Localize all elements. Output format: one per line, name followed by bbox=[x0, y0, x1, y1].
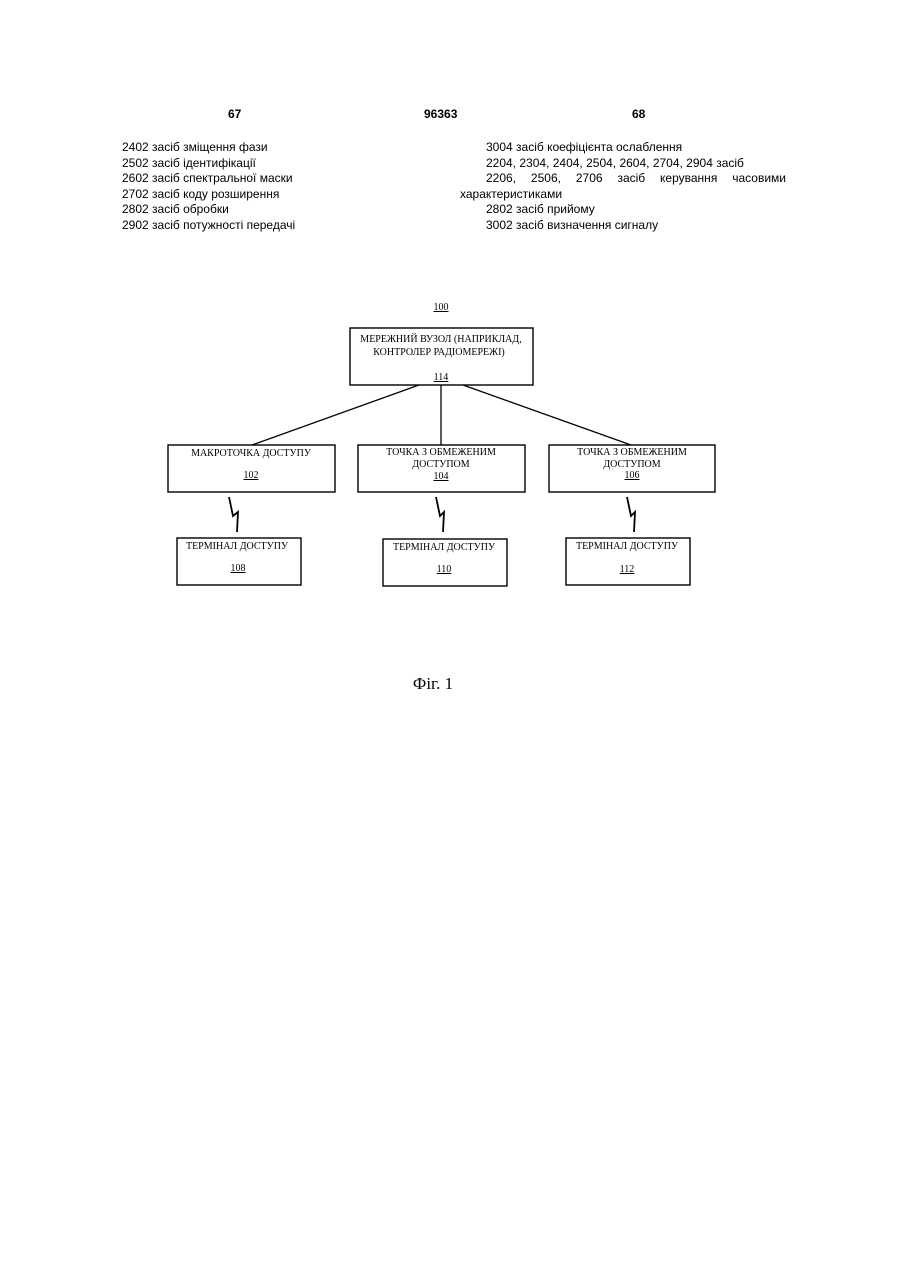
system-ref-label: 100 bbox=[434, 302, 449, 313]
connector-line bbox=[463, 385, 631, 445]
access-point-line1: ТОЧКА З ОБМЕЖЕНИМ bbox=[577, 447, 687, 458]
access-terminal-label: ТЕРМІНАЛ ДОСТУПУ bbox=[186, 541, 289, 552]
access-point-line2: ДОСТУПОМ bbox=[412, 459, 469, 470]
access-terminal-label: ТЕРМІНАЛ ДОСТУПУ bbox=[393, 542, 496, 553]
network-node-line2: КОНТРОЛЕР РАДІОМЕРЕЖІ) bbox=[373, 347, 505, 358]
network-node-line1: МЕРЕЖНИЙ ВУЗОЛ (НАПРИКЛАД, bbox=[360, 333, 521, 345]
access-point-ref: 104 bbox=[434, 471, 449, 482]
access-terminal-ref: 110 bbox=[437, 564, 452, 575]
network-node-ref: 114 bbox=[434, 372, 449, 383]
access-point-line1: МАКРОТОЧКА ДОСТУПУ bbox=[191, 448, 312, 459]
figure-caption: Фіг. 1 bbox=[0, 674, 866, 694]
access-terminal-label: ТЕРМІНАЛ ДОСТУПУ bbox=[576, 541, 679, 552]
connector-line bbox=[252, 385, 419, 445]
access-point-line1: ТОЧКА З ОБМЕЖЕНИМ bbox=[386, 447, 496, 458]
access-terminal-ref: 108 bbox=[231, 563, 246, 574]
wireless-link-icon bbox=[229, 497, 238, 532]
wireless-link-icon bbox=[436, 497, 444, 532]
access-point-ref: 106 bbox=[625, 470, 640, 481]
access-point-line2: ДОСТУПОМ bbox=[603, 459, 660, 470]
access-terminal-ref: 112 bbox=[620, 564, 635, 575]
access-point-ref: 102 bbox=[244, 470, 259, 481]
wireless-link-icon bbox=[627, 497, 635, 532]
